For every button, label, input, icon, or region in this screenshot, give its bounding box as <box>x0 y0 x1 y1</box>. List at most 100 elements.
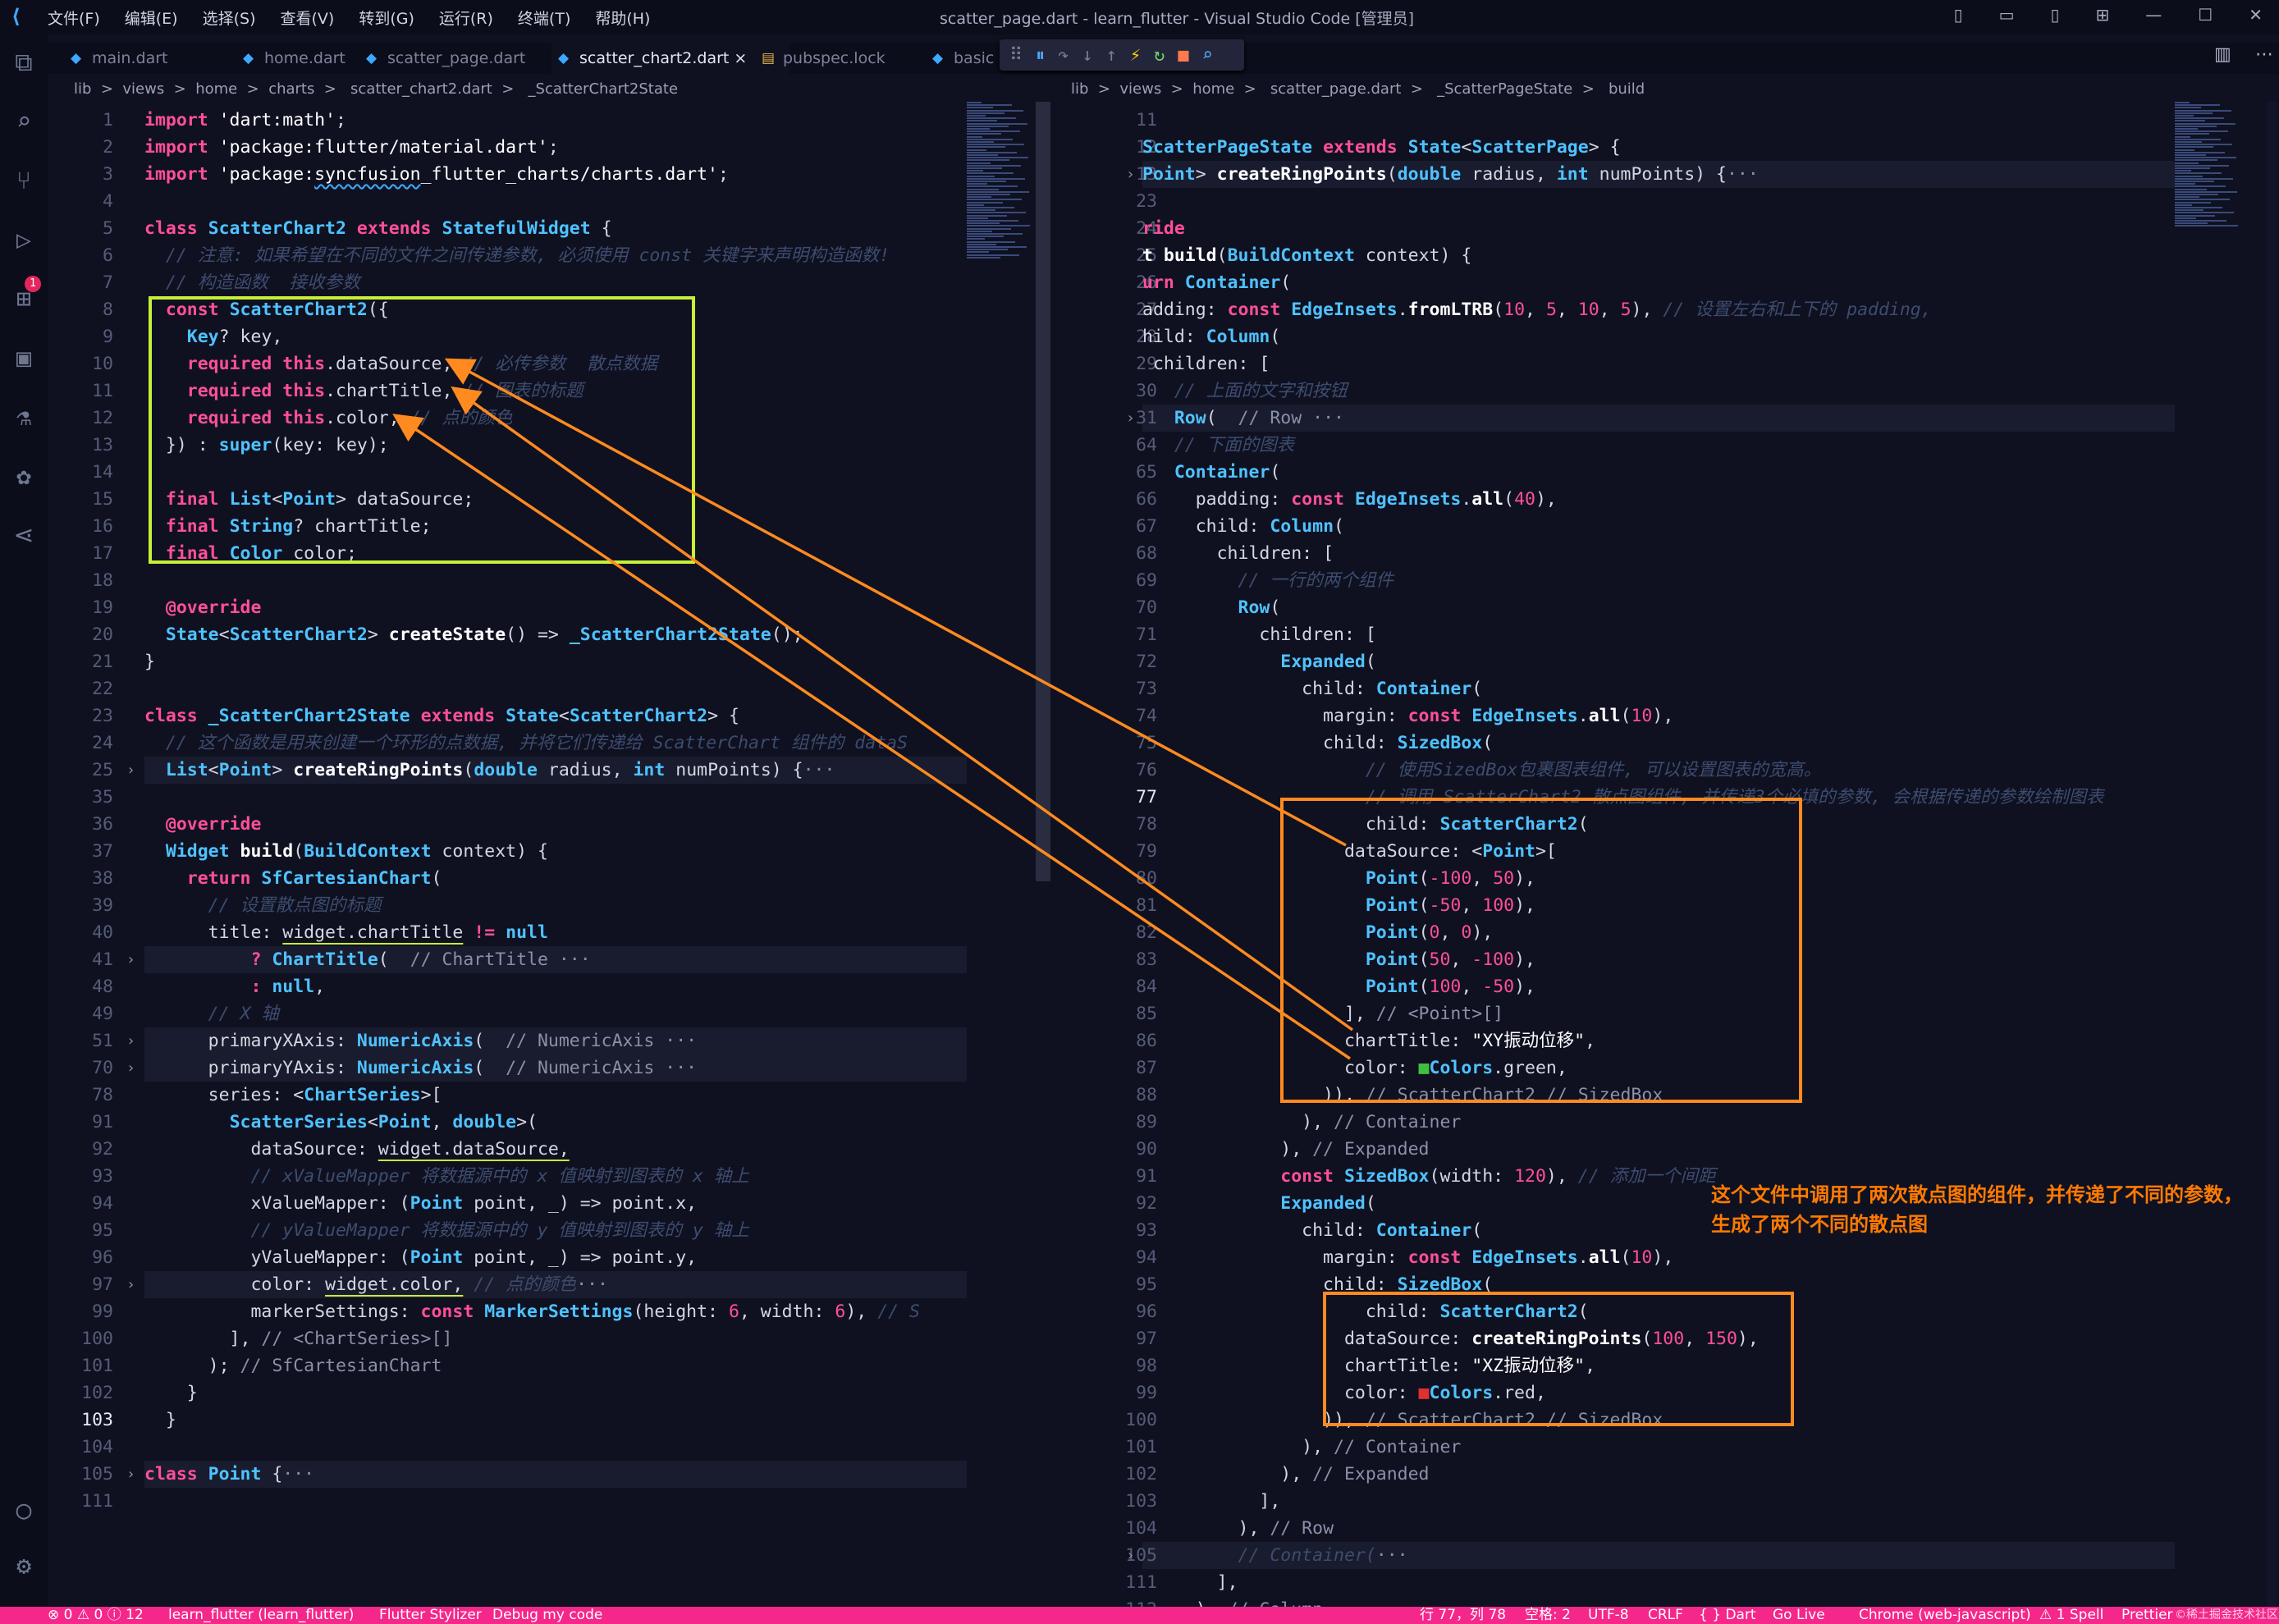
step-out-icon[interactable]: ↑ <box>1105 44 1117 66</box>
code-line[interactable]: urn Container( <box>1142 272 1292 293</box>
code-line[interactable]: Expanded( <box>1280 1193 1376 1214</box>
flutter-stylizer-status[interactable]: Flutter Stylizer <box>379 1607 482 1623</box>
split-editor-icon[interactable]: ▥ <box>2214 44 2231 65</box>
code-line[interactable]: // 这个函数是用来创建一个环形的点数据, 并将它们传递给 ScatterCha… <box>144 733 908 753</box>
code-line[interactable]: ); // SfCartesianChart <box>144 1356 442 1376</box>
code-line[interactable]: ? ChartTitle( // ChartTitle ··· <box>250 949 591 970</box>
code-line[interactable]: color: widget.color, // 点的颜色··· <box>144 1274 608 1295</box>
code-line[interactable]: // yValueMapper 将数据源中的 y 值映射到图表的 y 轴上 <box>144 1220 749 1241</box>
toggle-sidebar-icon[interactable]: ▯ <box>1953 5 1963 25</box>
code-line[interactable]: Row( // Row ··· <box>1174 408 1344 428</box>
language-status[interactable]: { } Dart <box>1699 1607 1756 1623</box>
code-line[interactable]: Point> createRingPoints(double radius, i… <box>1142 164 1759 185</box>
code-line[interactable]: // Container(··· <box>1142 1545 1408 1566</box>
problems-status[interactable]: ⊗ 0 ⚠ 0 ⓘ 12 <box>48 1607 144 1623</box>
code-line[interactable]: return SfCartesianChart( <box>186 868 442 889</box>
indent-status[interactable]: 空格: 2 <box>1525 1607 1571 1623</box>
menu-item[interactable]: 文件(F) <box>48 9 100 28</box>
encoding-status[interactable]: UTF-8 <box>1588 1607 1629 1623</box>
step-over-icon[interactable]: ↷ <box>1058 44 1069 66</box>
code-line[interactable]: margin: const EdgeInsets.all(10), <box>1142 1247 1674 1268</box>
code-line[interactable]: import 'dart:math'; <box>144 110 346 130</box>
pause-icon[interactable]: ⏸ <box>1036 44 1046 66</box>
fold-chevron-icon[interactable]: › <box>126 1466 135 1483</box>
code-line[interactable]: Point(100, -50), <box>1365 977 1535 997</box>
code-line[interactable]: Widget build(BuildContext context) { <box>165 841 548 862</box>
maximize-button[interactable]: ☐ <box>2198 5 2213 25</box>
remote-explorer-icon[interactable]: ▣ <box>16 344 32 373</box>
code-line[interactable]: child: Container( <box>1142 1220 1483 1241</box>
inspect-icon[interactable]: ⌕ <box>1201 44 1213 66</box>
code-line[interactable]: dataSource: createRingPoints(100, 150), <box>1142 1329 1759 1349</box>
code-line[interactable]: series: <ChartSeries>[ <box>144 1085 442 1105</box>
openai-icon[interactable]: ✿ <box>16 462 32 491</box>
minimap-right[interactable] <box>2175 102 2265 249</box>
code-line[interactable]: List<Point> createRingPoints(double radi… <box>165 760 835 780</box>
code-line[interactable]: // 下面的图表 <box>1142 435 1295 455</box>
code-line[interactable]: children: [ <box>1142 624 1376 645</box>
code-line[interactable]: ], // <Point>[] <box>1142 1004 1504 1024</box>
fold-chevron-icon[interactable]: › <box>126 1059 135 1077</box>
code-line[interactable]: adding: const EdgeInsets.fromLTRB(10, 5,… <box>1142 300 1932 320</box>
tab-pubspec-lock[interactable]: ▤pubspec.lock <box>755 43 944 74</box>
code-line[interactable]: color: ■Colors.green, <box>1142 1058 1567 1078</box>
code-line[interactable]: import 'package:syncfusion_flutter_chart… <box>144 164 729 185</box>
menu-item[interactable]: 编辑(E) <box>124 9 178 28</box>
code-line[interactable]: ], <box>1142 1572 1238 1593</box>
menu-item[interactable]: 帮助(H) <box>595 9 651 28</box>
code-line[interactable]: children: [ <box>1142 543 1334 564</box>
code-line[interactable]: // 一行的两个组件 <box>1142 570 1393 591</box>
code-line[interactable]: dataSource: widget.dataSource, <box>144 1139 570 1160</box>
debug-status[interactable]: Debug my code <box>492 1607 603 1623</box>
prettier-status[interactable]: Prettier <box>2121 1607 2173 1623</box>
code-line[interactable]: )), // ScatterChart2 // SizedBox <box>1142 1410 1663 1430</box>
code-line[interactable]: Point(-50, 100), <box>1365 895 1535 916</box>
code-line[interactable]: }) : super(key: key); <box>144 435 389 455</box>
code-line[interactable]: ], // <ChartSeries>[] <box>144 1329 453 1349</box>
minimize-button[interactable]: — <box>2145 5 2162 25</box>
code-line[interactable]: // X 轴 <box>144 1004 279 1024</box>
code-line[interactable]: Point(-100, 50), <box>1365 868 1535 889</box>
cursor-position-status[interactable]: 行 77，列 78 <box>1420 1607 1507 1623</box>
code-line[interactable]: } <box>144 1383 198 1403</box>
code-line[interactable]: // 调用 ScatterChart2 散点图组件, 并传递3个必填的参数, 会… <box>1142 787 2104 807</box>
code-line[interactable]: final Color color; <box>165 543 357 564</box>
settings-gear-icon[interactable]: ⚙ <box>16 1552 32 1581</box>
code-line[interactable]: import 'package:flutter/material.dart'; <box>144 137 559 158</box>
code-line[interactable]: title: widget.chartTitle != null <box>144 922 548 943</box>
fold-chevron-icon[interactable]: › <box>1126 409 1135 427</box>
toggle-secondary-sidebar-icon[interactable]: ▯ <box>2050 5 2060 25</box>
code-line[interactable]: class _ScatterChart2State extends State<… <box>144 706 739 726</box>
flutter-project-status[interactable]: learn_flutter (learn_flutter) <box>168 1607 355 1623</box>
code-line[interactable]: child: ScatterChart2( <box>1142 1301 1589 1322</box>
code-line[interactable]: @override <box>144 814 262 835</box>
flutter-icon[interactable]: ⋖ <box>13 521 34 550</box>
code-line[interactable]: ScatterSeries<Point, double>( <box>229 1112 538 1132</box>
run-debug-icon[interactable]: ▷ <box>16 226 32 254</box>
code-line[interactable]: ], <box>1142 1491 1281 1512</box>
tab-scatter-page-dart[interactable]: ◆scatter_page.dart <box>359 43 565 74</box>
restart-icon[interactable]: ↻ <box>1154 44 1165 66</box>
code-line[interactable]: ), // Column <box>1142 1596 1323 1607</box>
go-live-status[interactable]: Go Live <box>1773 1607 1825 1623</box>
code-line[interactable]: child: ScatterChart2( <box>1142 814 1589 835</box>
code-line[interactable]: ), // Container <box>1142 1112 1462 1132</box>
code-line[interactable]: hild: Column( <box>1142 327 1281 347</box>
code-line[interactable]: margin: const EdgeInsets.all(10), <box>1142 706 1674 726</box>
tab-basic[interactable]: ◆basic <box>926 43 1024 74</box>
code-line[interactable]: // 使用SizedBox包裹图表组件, 可以设置图表的宽高。 <box>1142 760 1822 780</box>
menu-item[interactable]: 转到(G) <box>359 9 414 28</box>
menu-item[interactable]: 终端(T) <box>517 9 571 28</box>
code-line[interactable]: Container( <box>1174 462 1281 483</box>
code-line[interactable]: ), // Expanded <box>1142 1464 1430 1484</box>
code-line[interactable]: xValueMapper: (Point point, _) => point.… <box>144 1193 698 1214</box>
menu-item[interactable]: 运行(R) <box>438 9 493 28</box>
code-line[interactable]: } <box>144 1410 176 1430</box>
extensions-icon[interactable]: ⊞ <box>16 285 32 313</box>
code-line[interactable]: ), // Expanded <box>1142 1139 1430 1160</box>
customize-layout-icon[interactable]: ⊞ <box>2095 5 2110 25</box>
fold-chevron-icon[interactable]: › <box>126 1276 135 1293</box>
tab-scatter-chart2-dart[interactable]: ◆scatter_chart2.dart × <box>551 43 789 74</box>
code-line[interactable]: // 构造函数 接收参数 <box>144 272 360 293</box>
more-actions-icon[interactable]: ⋯ <box>2255 44 2273 65</box>
